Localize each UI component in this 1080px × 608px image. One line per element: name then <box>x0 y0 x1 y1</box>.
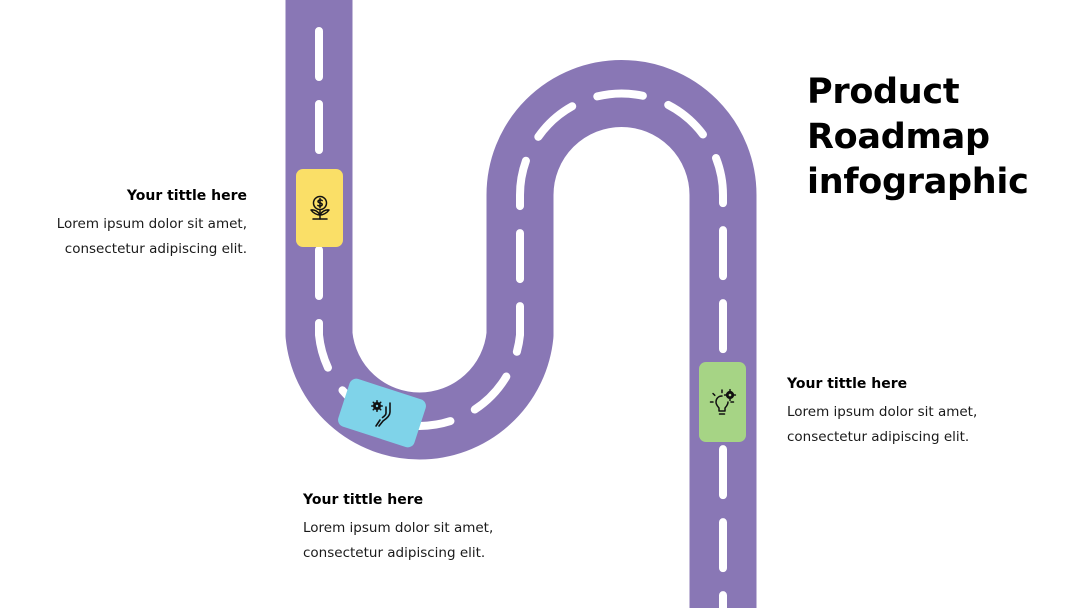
milestone-3-text: Your tittle here Lorem ipsum dolor sit a… <box>787 374 1047 450</box>
milestone-3-body-line-2: consectetur adipiscing elit. <box>787 429 970 445</box>
lightbulb-gear-icon <box>708 387 738 417</box>
milestone-1-title: Your tittle here <box>126 188 247 204</box>
milestone-2-body-line-1: Lorem ipsum dolor sit amet, <box>303 520 494 536</box>
milestone-2-body: Lorem ipsum dolor sit amet, consectetur … <box>303 516 563 566</box>
money-growth-icon <box>306 194 334 222</box>
milestone-1-body-line-1: Lorem ipsum dolor sit amet, <box>56 216 247 232</box>
hand-gear-icon <box>368 398 396 428</box>
milestone-3-car <box>699 362 746 442</box>
milestone-3-body: Lorem ipsum dolor sit amet, consectetur … <box>787 400 1047 450</box>
milestone-2-body-line-2: consectetur adipiscing elit. <box>303 545 486 561</box>
title-line-3: infographic <box>807 162 1029 202</box>
milestone-1-car <box>296 169 343 247</box>
milestone-2-car <box>336 376 428 450</box>
milestone-3-body-line-1: Lorem ipsum dolor sit amet, <box>787 404 978 420</box>
milestone-1-text: Your tittle here Lorem ipsum dolor sit a… <box>0 186 247 262</box>
milestone-1-body: Lorem ipsum dolor sit amet, consectetur … <box>0 212 247 262</box>
page-title: Product Roadmap infographic <box>807 70 1067 205</box>
milestone-1-body-line-2: consectetur adipiscing elit. <box>64 241 247 257</box>
title-line-1: Product <box>807 72 960 112</box>
milestone-3-title: Your tittle here <box>787 376 908 392</box>
milestone-2-title: Your tittle here <box>303 492 424 508</box>
title-line-2: Roadmap <box>807 117 990 157</box>
milestone-2-text: Your tittle here Lorem ipsum dolor sit a… <box>303 490 563 566</box>
